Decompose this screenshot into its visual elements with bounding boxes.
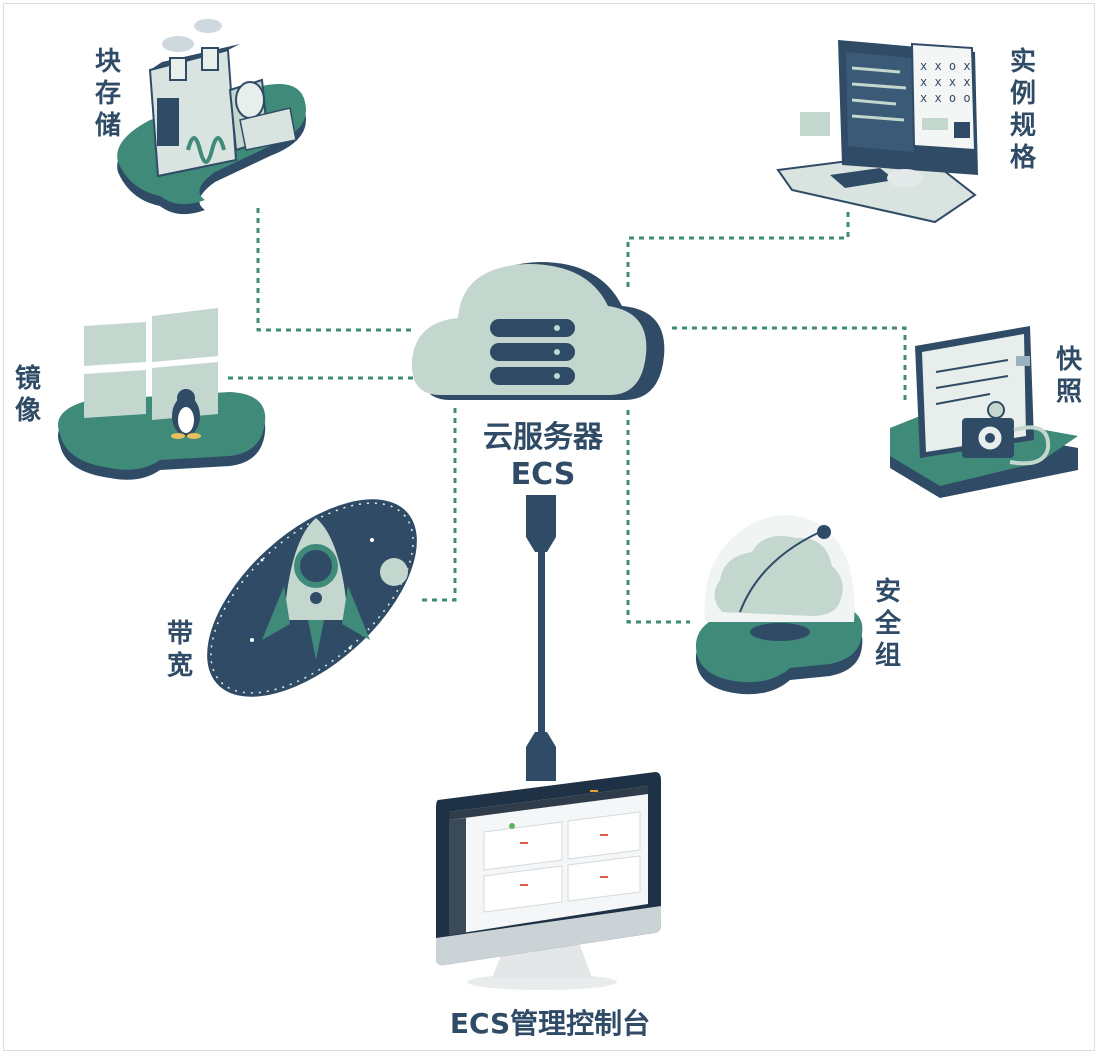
connector-snapshot (672, 326, 907, 400)
diagram-frame (3, 3, 1095, 1051)
penguin-icon (171, 389, 201, 439)
connector-instance-spec (626, 212, 850, 290)
block-storage-icon (117, 19, 306, 215)
svg-text:x x x x: x x x x (920, 75, 971, 89)
server-rack-1 (490, 319, 575, 337)
image-icon (58, 308, 266, 480)
center-subtitle: ECS (511, 457, 576, 492)
label-bandwidth: 带宽 (167, 619, 193, 681)
label-snapshot: 快照 (1056, 345, 1083, 407)
snapshot-icon (890, 326, 1078, 498)
rocket-icon (262, 518, 370, 660)
connector-lines (228, 208, 907, 624)
connector-security-group (626, 410, 690, 624)
svg-text:x x o x: x x o x (920, 59, 971, 73)
cloud-server-icon (411, 262, 665, 400)
svg-text:x x o o: x x o o (920, 91, 971, 105)
connector-block-storage (256, 208, 415, 332)
center-title: 云服务器 (483, 420, 604, 455)
server-rack-3 (490, 367, 575, 385)
console-label: ECS管理控制台 (450, 1007, 650, 1040)
console-monitor-icon (436, 772, 661, 990)
label-security-group: 安全组 (874, 577, 902, 671)
instance-spec-icon: x x o x x x x x x x o o (776, 40, 978, 224)
security-group-icon (695, 515, 863, 695)
label-block-storage: 块存储 (95, 47, 121, 141)
network-cable (526, 495, 556, 781)
connector-bandwidth (420, 408, 457, 602)
bandwidth-icon (207, 499, 417, 697)
server-rack-2 (490, 343, 575, 361)
label-image: 镜像 (15, 363, 42, 426)
label-instance-spec: 实例规格 (1010, 46, 1037, 173)
